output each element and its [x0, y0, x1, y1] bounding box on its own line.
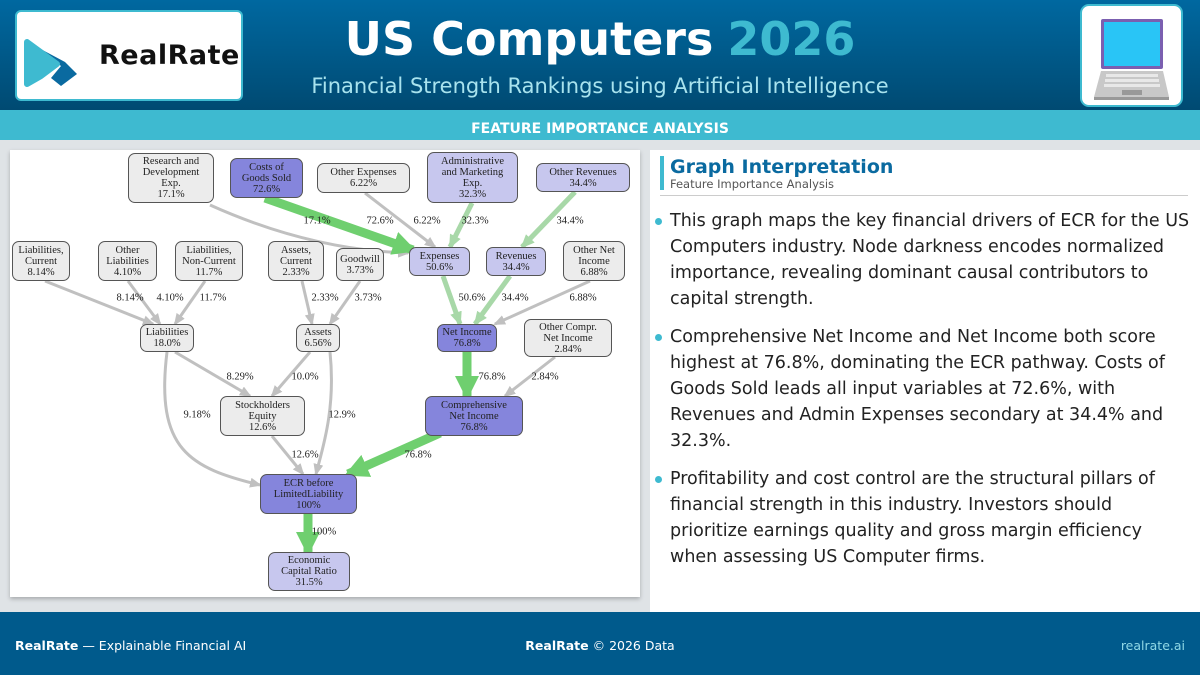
edge-label: 100%	[311, 526, 337, 538]
edge-admin-to-exp	[447, 201, 475, 249]
edge-label: 9.18%	[183, 409, 211, 421]
edge-label: 10.0%	[291, 371, 319, 383]
bullet-item: This graph maps the key financial driver…	[655, 208, 1190, 312]
title-text: US Computers	[344, 12, 714, 66]
edge-rev-to-ni	[472, 274, 513, 326]
edge-label: 72.6%	[366, 215, 394, 227]
node-ni: Net Income 76.8%	[437, 324, 497, 352]
footer-copyright: © 2026 Data	[588, 638, 675, 653]
edge-label: 12.9%	[328, 409, 356, 421]
edge-cogs-to-exp	[263, 193, 417, 255]
node-rev: Revenues 34.4%	[486, 247, 546, 276]
node-oexp: Other Expenses 6.22%	[317, 163, 410, 193]
industry-icon-box	[1080, 4, 1183, 107]
bullet-text: Comprehensive Net Income and Net Income …	[670, 327, 1165, 451]
edge-label: 8.29%	[226, 371, 254, 383]
edge-se-to-ecrb	[270, 435, 305, 476]
panel-title: Graph Interpretation	[670, 156, 894, 178]
edge-label: 17.1%	[303, 215, 331, 227]
edge-lnc-to-liab	[173, 280, 207, 326]
node-admin: Administrative and Marketing Exp. 32.3%	[427, 152, 518, 203]
edge-label: 12.6%	[291, 449, 319, 461]
bullet-item: Profitability and cost control are the s…	[655, 466, 1190, 570]
node-se: Stockholders Equity 12.6%	[220, 396, 305, 436]
edge-label: 8.14%	[116, 292, 144, 304]
node-orev: Other Revenues 34.4%	[536, 163, 630, 192]
node-cogs: Costs of Goods Sold 72.6%	[230, 158, 303, 198]
edge-cni-to-ecrb	[344, 428, 442, 479]
footer: RealRate — Explainable Financial AI Real…	[0, 612, 1200, 675]
edge-liab-to-se	[174, 350, 252, 398]
edge-label: 50.6%	[458, 292, 486, 304]
edge-label: 76.8%	[404, 449, 432, 461]
bullet-item: Comprehensive Net Income and Net Income …	[655, 324, 1190, 454]
edge-label: 76.8%	[478, 371, 506, 383]
edge-gw-to-assets	[328, 280, 362, 326]
edge-label: 11.7%	[199, 292, 227, 304]
node-lc: Liabilities, Current 8.14%	[12, 241, 70, 281]
edge-oexp-to-exp	[364, 191, 437, 249]
edge-label: 6.22%	[413, 215, 441, 227]
node-ol: Other Liabilities 4.10%	[98, 241, 157, 281]
divider	[660, 195, 1188, 196]
logo-mark-icon	[24, 39, 77, 87]
edge-rd-to-exp	[209, 203, 410, 258]
edge-exp-to-ni	[440, 275, 463, 326]
footer-left: RealRate — Explainable Financial AI	[15, 638, 246, 653]
node-assets: Assets 6.56%	[296, 324, 340, 352]
node-ocni: Other Compr. Net Income 2.84%	[524, 319, 612, 357]
node-lnc: Liabilities, Non-Current 11.7%	[175, 241, 243, 281]
edge-liab-to-ecrb	[163, 351, 262, 488]
footer-center-brand: RealRate	[525, 638, 589, 653]
feature-importance-graph: Research and Development Exp. 17.1% Costs…	[10, 150, 640, 597]
node-gw: Goodwill 3.73%	[336, 248, 384, 281]
edge-ac-to-assets	[300, 280, 315, 326]
edge-label: 6.88%	[569, 292, 597, 304]
node-rd: Research and Development Exp. 17.1%	[128, 153, 214, 203]
edge-label: 2.84%	[531, 371, 559, 383]
title-year: 2026	[727, 12, 856, 66]
footer-tagline: — Explainable Financial AI	[78, 638, 247, 653]
footer-center: RealRate © 2026 Data	[0, 638, 1200, 653]
section-band: FEATURE IMPORTANCE ANALYSIS	[0, 110, 1200, 140]
edge-ocni-to-cni	[503, 355, 556, 398]
footer-link[interactable]: realrate.ai	[1120, 638, 1185, 653]
bullet-dot-icon	[655, 476, 662, 483]
bullet-dot-icon	[655, 334, 662, 341]
edge-label: 34.4%	[556, 215, 584, 227]
bullet-dot-icon	[655, 218, 662, 225]
bullet-list: This graph maps the key financial driver…	[655, 208, 1190, 582]
edge-orev-to-rev	[520, 190, 577, 249]
node-ecr: Economic Capital Ratio 31.5%	[268, 552, 350, 591]
interpretation-panel: Graph Interpretation Feature Importance …	[650, 150, 1200, 612]
realrate-logo[interactable]: RealRate	[15, 10, 243, 101]
edge-ol-to-liab	[126, 280, 162, 326]
edge-label: 2.33%	[311, 292, 339, 304]
node-liab: Liabilities 18.0%	[140, 324, 194, 352]
edge-label: 34.4%	[501, 292, 529, 304]
edge-label: 32.3%	[461, 215, 489, 227]
panel-subtitle: Feature Importance Analysis	[670, 177, 835, 191]
laptop-icon	[1094, 19, 1169, 100]
panel-heading: Graph Interpretation Feature Importance …	[660, 156, 893, 190]
footer-brand: RealRate	[15, 638, 79, 653]
node-exp: Expenses 50.6%	[409, 247, 470, 276]
bullet-text: Profitability and cost control are the s…	[670, 469, 1155, 567]
edge-label: 3.73%	[354, 292, 382, 304]
edge-oni-to-ni	[493, 279, 591, 326]
logo-text: RealRate	[99, 40, 240, 71]
node-cni: Comprehensive Net Income 76.8%	[425, 396, 523, 436]
edge-assets-to-se	[270, 351, 312, 398]
node-oni: Other Net Income 6.88%	[563, 241, 625, 281]
edge-label: 4.10%	[156, 292, 184, 304]
node-ac: Assets, Current 2.33%	[268, 241, 324, 281]
node-ecrb: ECR before LimitedLiability 100%	[260, 474, 357, 514]
page-subtitle: Financial Strength Rankings using Artifi…	[311, 74, 889, 98]
edge-assets-to-ecrb	[313, 351, 333, 476]
graph-edges	[44, 190, 591, 556]
bullet-text: This graph maps the key financial driver…	[670, 211, 1190, 309]
edge-lc-to-liab	[44, 279, 155, 326]
